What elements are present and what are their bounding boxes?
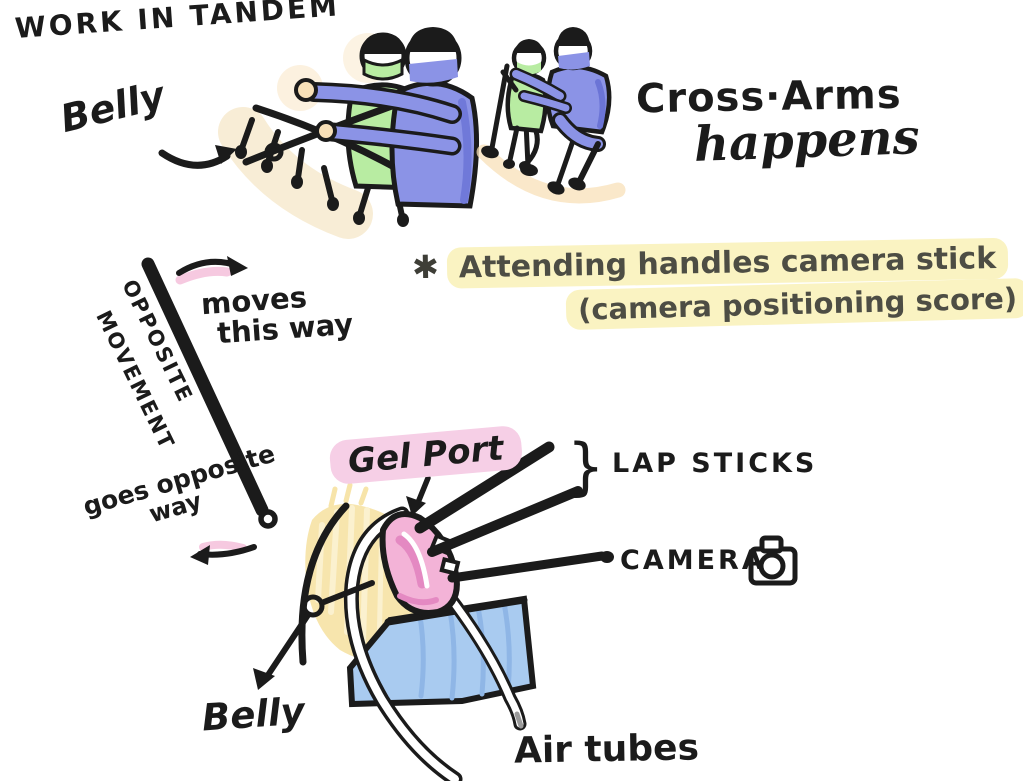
camera-icon <box>748 535 798 586</box>
port-fitting <box>439 557 461 576</box>
stick-hook <box>258 509 278 529</box>
attending-note-line2: (camera positioning score) <box>565 277 1023 331</box>
lap-sticks-drawing <box>414 441 583 557</box>
hand <box>315 120 337 142</box>
cap <box>557 27 590 46</box>
moves-this-way-label: moves this way <box>200 279 354 351</box>
gel-port-arrow-drawing <box>406 475 431 516</box>
camera-label: CAMERA <box>620 545 766 576</box>
cap <box>515 39 543 53</box>
tandem-scene-drawing <box>218 27 480 239</box>
tube-tip <box>514 711 524 729</box>
mask <box>558 52 590 70</box>
cross-arms-caption-happens: happens <box>693 109 921 173</box>
opposite-stick-drawing <box>141 257 278 529</box>
air-tubes-drawing <box>343 506 527 781</box>
arrow-loop <box>301 594 325 618</box>
gel-port-drawing <box>379 511 461 616</box>
camera-stick-drawing <box>447 551 614 583</box>
cap <box>362 33 404 54</box>
belly-arrow-drawing-top <box>158 145 237 169</box>
belly-arrow-drawing-bottom <box>253 580 375 690</box>
blue-surgeon <box>294 27 480 209</box>
moves-arrow-drawing <box>175 256 248 285</box>
brace-icon: } <box>566 430 605 503</box>
asterisk-icon: ✱ <box>411 247 440 287</box>
handle-loop <box>264 142 284 162</box>
mask <box>362 57 404 81</box>
drape-drawing <box>346 595 537 708</box>
hand <box>294 78 318 102</box>
cap <box>408 27 458 52</box>
goes-arrow-drawing <box>190 540 257 565</box>
blue-surgeon-small <box>509 27 612 191</box>
cross-arms-scene-drawing <box>476 27 626 204</box>
lap-sticks-label: LAP STICKS <box>612 448 818 479</box>
mask <box>409 59 458 83</box>
attending-note-line1: ✱Attending handles camera stick <box>411 237 1009 289</box>
air-tubes-label: Air tubes <box>513 727 700 772</box>
belly-label-bottom: Belly <box>200 689 307 740</box>
